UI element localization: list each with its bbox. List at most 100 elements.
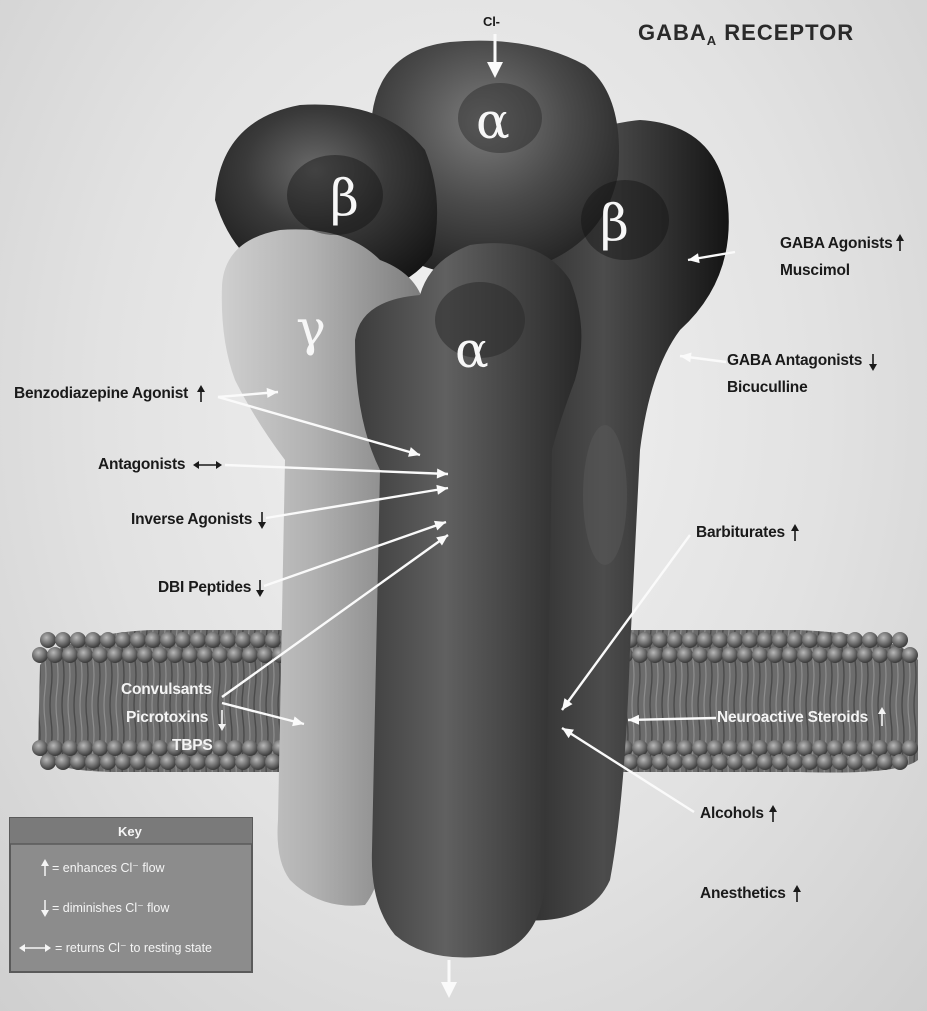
lipid-head-bead xyxy=(647,740,663,756)
lipid-head-bead xyxy=(175,754,191,770)
beta-left-letter: β xyxy=(330,169,359,227)
down-arrow-icon xyxy=(256,580,264,597)
lipid-head-bead xyxy=(752,740,768,756)
lipid-head-bead xyxy=(242,740,258,756)
lipid-head-bead xyxy=(100,632,116,648)
lipid-head-bead xyxy=(722,740,738,756)
key-title: Key xyxy=(118,824,143,839)
lipid-head-bead xyxy=(812,740,828,756)
lipid-head-bead xyxy=(250,632,266,648)
lipid-head-bead xyxy=(212,740,228,756)
lipid-head-bead xyxy=(667,632,683,648)
label-benzodiazepine-agonist: Benzodiazepine Agonist xyxy=(14,385,188,402)
lipid-head-bead xyxy=(857,647,873,663)
lipid-head-bead xyxy=(107,740,123,756)
lipid-head-bead xyxy=(55,754,71,770)
lipid-head-bead xyxy=(62,647,78,663)
lipid-head-bead xyxy=(802,754,818,770)
lipid-head-bead xyxy=(70,754,86,770)
lipid-head-bead xyxy=(205,754,221,770)
lipid-head-bead xyxy=(92,647,108,663)
lipid-head-bead xyxy=(152,647,168,663)
lipid-head-bead xyxy=(877,754,893,770)
lipid-head-bead xyxy=(662,647,678,663)
lipid-head-bead xyxy=(85,632,101,648)
lipid-head-bead xyxy=(47,647,63,663)
lipid-head-bead xyxy=(107,647,123,663)
lipid-head-bead xyxy=(862,632,878,648)
lipid-head-bead xyxy=(167,647,183,663)
lipid-head-bead xyxy=(632,740,648,756)
label-dbi-peptides: DBI Peptides xyxy=(158,579,251,596)
lipid-head-bead xyxy=(32,647,48,663)
lipid-head-bead xyxy=(902,740,918,756)
lipid-head-bead xyxy=(902,647,918,663)
lipid-head-bead xyxy=(77,647,93,663)
lipid-head-bead xyxy=(752,647,768,663)
label-gaba-antagonists: GABA Antagonists xyxy=(727,352,862,369)
up-arrow-icon xyxy=(793,885,801,902)
title-rest: RECEPTOR xyxy=(717,20,854,45)
up-arrow-icon xyxy=(197,385,205,402)
title-subscript: A xyxy=(707,33,717,48)
label-neuroactive-steroids: Neuroactive Steroids xyxy=(717,709,868,726)
lipid-head-bead xyxy=(832,632,848,648)
lipid-head-bead xyxy=(812,647,828,663)
key-enhances: = enhances Cl⁻ flow xyxy=(52,861,166,875)
lipid-head-bead xyxy=(632,647,648,663)
lipid-head-bead xyxy=(122,647,138,663)
lipid-head-bead xyxy=(772,632,788,648)
lipid-head-bead xyxy=(265,632,281,648)
lipid-head-bead xyxy=(892,632,908,648)
lipid-head-bead xyxy=(145,632,161,648)
lipid-head-bead xyxy=(662,740,678,756)
beta-right-letter: β xyxy=(600,194,629,252)
lipid-head-bead xyxy=(797,740,813,756)
chloride-outflow-arrow xyxy=(441,960,457,998)
lipid-head-bead xyxy=(832,754,848,770)
label-antagonists: Antagonists xyxy=(98,456,185,473)
down-arrow-icon xyxy=(258,512,266,529)
lipid-head-bead xyxy=(190,754,206,770)
lipid-head-bead xyxy=(757,754,773,770)
lipid-head-bead xyxy=(40,754,56,770)
lipid-head-bead xyxy=(677,740,693,756)
label-anesthetics: Anesthetics xyxy=(700,885,786,902)
lipid-head-bead xyxy=(637,754,653,770)
lipid-head-bead xyxy=(872,647,888,663)
label-alcohols: Alcohols xyxy=(700,805,764,822)
lipid-head-bead xyxy=(697,754,713,770)
lipid-head-bead xyxy=(842,647,858,663)
lipid-head-bead xyxy=(697,632,713,648)
lipid-head-bead xyxy=(85,754,101,770)
lipid-head-bead xyxy=(722,647,738,663)
chloride-ion-label: Cl- xyxy=(483,14,500,29)
lipid-head-bead xyxy=(55,632,71,648)
lipid-head-bead xyxy=(817,754,833,770)
lipid-head-bead xyxy=(122,740,138,756)
lipid-head-bead xyxy=(692,740,708,756)
lipid-head-bead xyxy=(257,740,273,756)
alpha-front-letter: α xyxy=(455,321,489,379)
label-gaba-agonists: GABA Agonists xyxy=(780,235,893,252)
lipid-head-bead xyxy=(682,632,698,648)
lipid-head-bead xyxy=(152,740,168,756)
diagram-title: GABAA RECEPTOR xyxy=(638,20,854,48)
lipid-head-bead xyxy=(737,647,753,663)
title-main: GABA xyxy=(638,20,707,45)
legend-key: Key = enhances Cl⁻ flow = diminishes Cl⁻… xyxy=(10,818,252,972)
lipid-head-bead xyxy=(862,754,878,770)
lipid-head-bead xyxy=(772,754,788,770)
lipid-head-bead xyxy=(887,740,903,756)
lipid-head-bead xyxy=(220,632,236,648)
lipid-head-bead xyxy=(727,754,743,770)
lipid-head-bead xyxy=(797,647,813,663)
double-arrow-icon xyxy=(193,461,222,469)
down-arrow-icon xyxy=(869,354,877,371)
lipid-head-bead xyxy=(727,632,743,648)
lipid-head-bead xyxy=(145,754,161,770)
key-diminishes: = diminishes Cl⁻ flow xyxy=(52,901,170,915)
lipid-head-bead xyxy=(647,647,663,663)
label-muscimol: Muscimol xyxy=(780,262,850,279)
lipid-head-bead xyxy=(212,647,228,663)
